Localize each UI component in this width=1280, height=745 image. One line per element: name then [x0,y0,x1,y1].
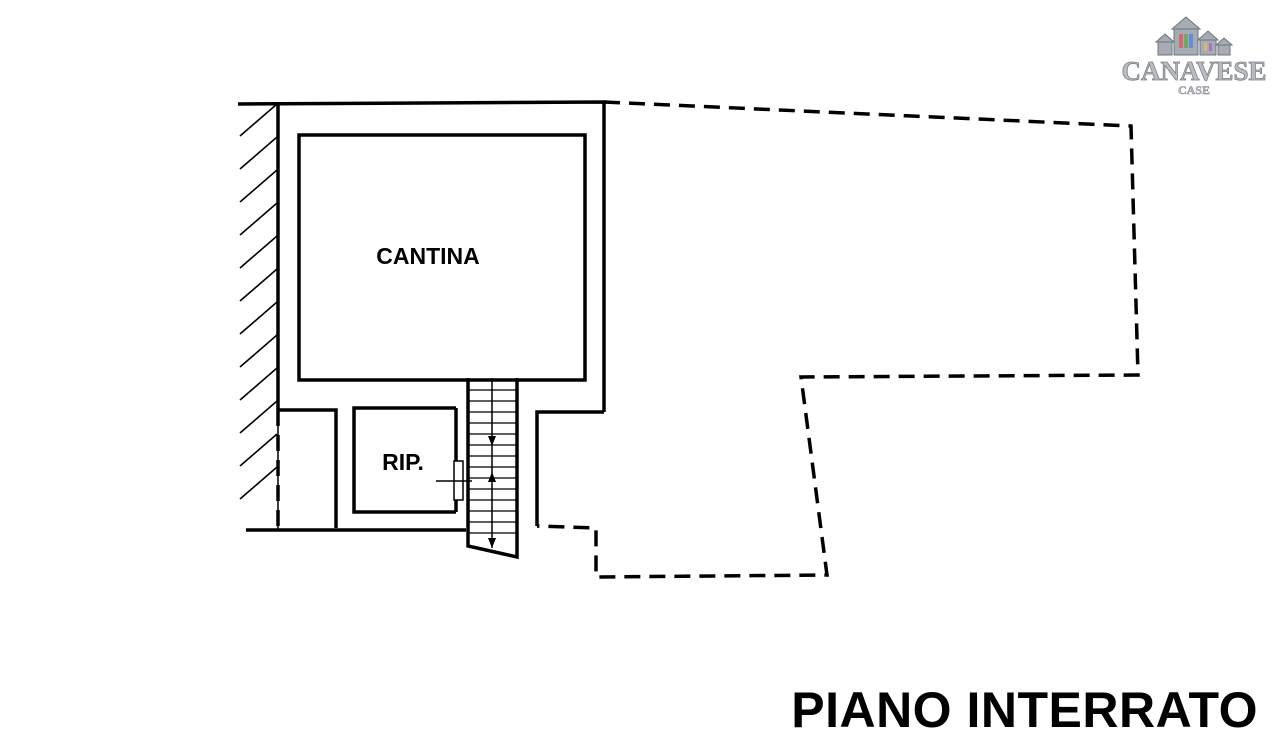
hatch-line [239,268,278,302]
wall-left-lower [278,408,338,528]
room-cantina [297,133,587,382]
hatch-line [239,334,278,368]
room-label-rip: RIP. [382,449,424,475]
hatch-line [239,103,278,137]
stair-arrow-head [488,436,496,446]
houses-icon [1154,16,1234,56]
hatch-line [239,169,278,203]
boundary-wall-hatching [239,103,279,530]
house-windows [1179,34,1212,51]
hatch-line [239,136,278,170]
hatch-line [239,202,278,236]
hatch-line [239,433,278,467]
outer-building-walls [237,100,606,532]
floor-title: PIANO INTERRATO [791,682,1258,738]
stair-arrow-head [488,472,496,482]
hatch-line [239,367,278,401]
stair-arrow-head [488,538,496,548]
hatch-line [239,400,278,434]
hatch-lines [239,103,278,500]
room-label-cantina: CANTINA [376,243,480,269]
logo-brand-text: CANAVESE [1121,56,1266,86]
outdoor-area-outline [276,100,1140,579]
company-logo: CANAVESE CASE [1121,16,1267,97]
hatch-line [239,235,278,269]
wall-right-lower [535,410,604,526]
rip-door [436,408,472,512]
room-ripostiglio [352,406,456,514]
staircase [466,378,519,560]
hatch-line [239,466,278,500]
dashed-perimeter [536,100,1140,579]
hatch-line [239,301,278,335]
logo-sub-text: CASE [1178,83,1210,97]
